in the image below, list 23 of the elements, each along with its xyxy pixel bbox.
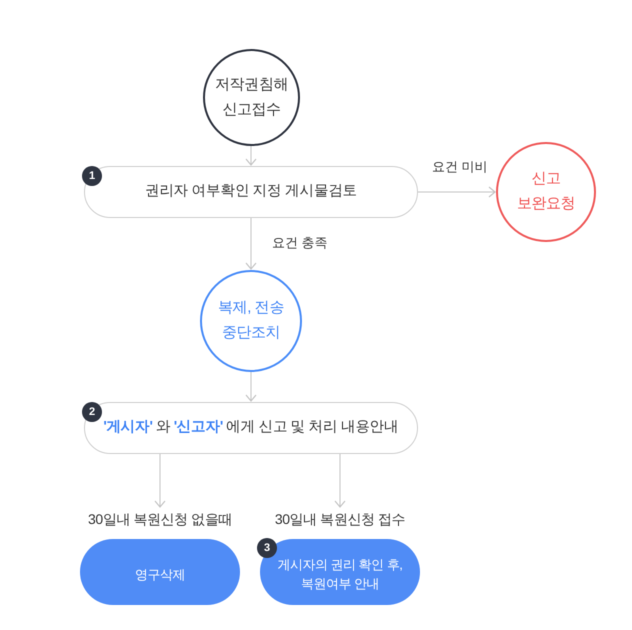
process-pill [84,166,418,218]
node-text: 영구삭제 [135,566,185,584]
arrow [245,372,257,402]
arrow [245,218,257,270]
node-text: 권리자 여부확인 지정 게시물검토 [144,182,358,202]
node-text: 게시자의 권리 확인 후, 복원여부 안내 [276,556,404,593]
arrow [245,146,257,166]
arrow [334,454,346,508]
node-text: 저작권침해 신고접수 [214,74,289,120]
process-pill [84,402,418,454]
arrow [154,454,166,508]
node-text: 복제, 전송 중단조치 [217,298,285,343]
arrow [418,186,496,198]
step-number: 3 [257,538,277,558]
node-text: 신고 보완요청 [516,169,576,214]
node-text: '게시자' 와 '신고자' 에게 신고 및 처리 내용안내 [103,418,399,438]
step-number: 1 [82,166,102,186]
edge-label: 요건 충족 [272,234,328,252]
condition-text: 30일내 복원신청 접수 [274,508,406,530]
condition-text: 30일내 복원신청 없을때 [88,508,232,530]
edge-label: 요건 미비 [432,158,488,176]
result-pill [260,539,420,605]
step-number: 2 [82,402,102,422]
